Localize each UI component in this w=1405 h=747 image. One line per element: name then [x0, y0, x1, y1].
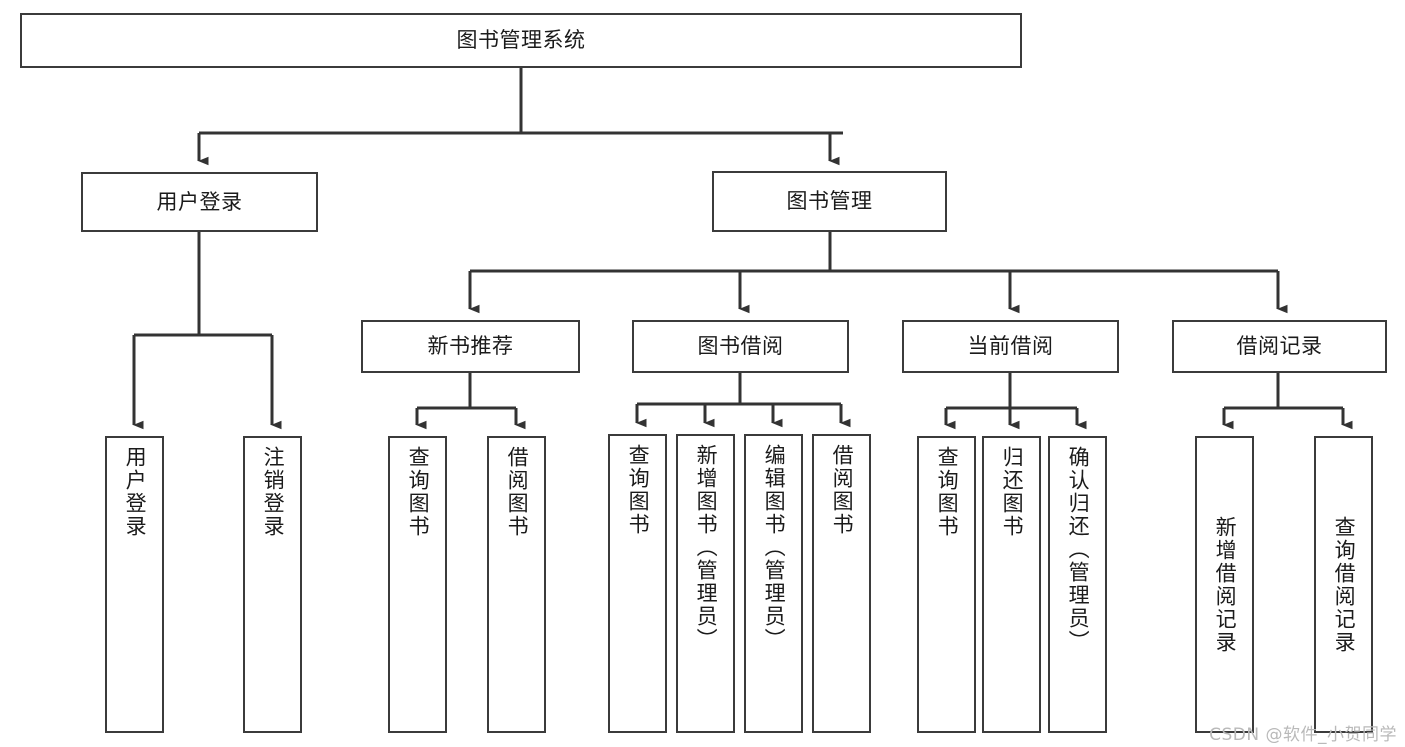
- node-label: 图书管理: [786, 189, 873, 214]
- node-label: 用户登录: [123, 446, 148, 538]
- leaf-borrow-record-add-record[interactable]: 新增借阅记录: [1195, 436, 1254, 733]
- node-label: 查询借阅记录: [1332, 515, 1357, 654]
- leaf-book-borrow-add-book-admin[interactable]: 新增图书（管理员）: [676, 434, 735, 733]
- leaf-current-borrow-return-book[interactable]: 归还图书: [982, 436, 1041, 733]
- node-current-borrow[interactable]: 当前借阅: [902, 320, 1119, 373]
- node-label: 用户登录: [156, 189, 243, 214]
- node-root-book-management-system[interactable]: 图书管理系统: [20, 13, 1022, 68]
- node-label: 注销登录: [261, 446, 286, 538]
- node-label: 图书借阅: [697, 334, 784, 359]
- node-book-borrow[interactable]: 图书借阅: [632, 320, 849, 373]
- node-label: 查询图书: [935, 446, 960, 538]
- node-label: 新书推荐: [427, 334, 514, 359]
- node-label: 借阅图书: [505, 446, 530, 538]
- leaf-borrow-record-query-record[interactable]: 查询借阅记录: [1314, 436, 1373, 733]
- leaf-book-borrow-edit-book-admin[interactable]: 编辑图书（管理员）: [744, 434, 803, 733]
- node-label: 查询图书: [406, 446, 431, 538]
- leaf-book-borrow-query-book[interactable]: 查询图书: [608, 434, 667, 733]
- leaf-current-borrow-query-book[interactable]: 查询图书: [917, 436, 976, 733]
- node-label: 确认归还（管理员）: [1066, 446, 1091, 653]
- node-label: 新增借阅记录: [1213, 515, 1238, 654]
- leaf-new-book-borrow-book[interactable]: 借阅图书: [487, 436, 546, 733]
- leaf-user-login-logout[interactable]: 注销登录: [243, 436, 302, 733]
- node-borrow-record[interactable]: 借阅记录: [1172, 320, 1387, 373]
- node-label: 图书管理系统: [456, 28, 586, 53]
- node-label: 当前借阅: [967, 334, 1054, 359]
- csdn-watermark: CSDN @软件_小贺同学: [1209, 725, 1397, 745]
- node-book-management[interactable]: 图书管理: [712, 171, 947, 232]
- node-label: 新增图书（管理员）: [694, 444, 719, 651]
- leaf-book-borrow-borrow-book[interactable]: 借阅图书: [812, 434, 871, 733]
- node-label: 查询图书: [626, 444, 651, 536]
- leaf-current-borrow-confirm-return-admin[interactable]: 确认归还（管理员）: [1048, 436, 1107, 733]
- node-new-book-recommend[interactable]: 新书推荐: [361, 320, 580, 373]
- node-user-login[interactable]: 用户登录: [81, 172, 318, 232]
- node-label: 编辑图书（管理员）: [762, 444, 787, 651]
- node-label: 借阅记录: [1236, 334, 1323, 359]
- leaf-user-login-login[interactable]: 用户登录: [105, 436, 164, 733]
- node-label: 归还图书: [1000, 446, 1025, 538]
- node-label: 借阅图书: [830, 444, 855, 536]
- leaf-new-book-query-book[interactable]: 查询图书: [388, 436, 447, 733]
